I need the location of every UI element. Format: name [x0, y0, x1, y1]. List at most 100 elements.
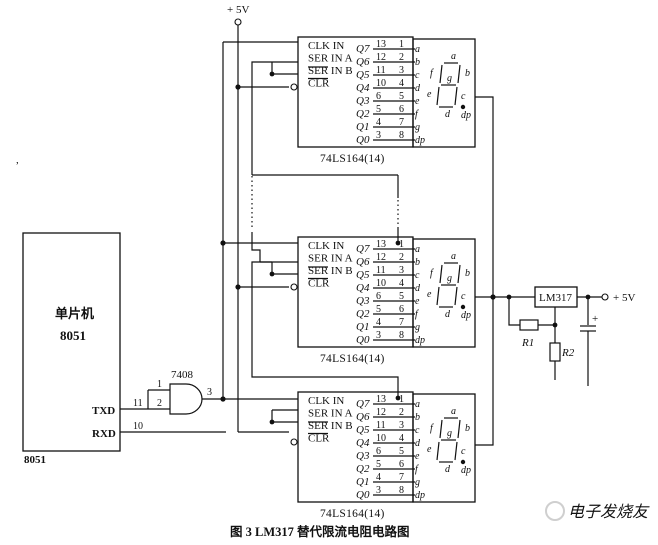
q-output-label: Q5: [356, 424, 370, 436]
junction-vcc2: [235, 284, 241, 290]
pin-num-b: 6: [399, 104, 404, 115]
q-output-label: Q0: [356, 134, 370, 146]
junction-clk3: [220, 396, 226, 402]
segment-letter: f: [430, 268, 434, 279]
segment-letter: a: [451, 51, 456, 62]
q-output-label: Q6: [356, 256, 370, 268]
segment-letter: e: [427, 289, 432, 300]
display-pin-letter: e: [415, 296, 420, 307]
pin-num-b: 4: [399, 278, 404, 289]
junction-r1: [506, 294, 512, 300]
mcu-block: 单片机 8051 8051 TXD RXD 11 10: [22, 232, 226, 466]
segment-letter: b: [465, 268, 470, 279]
pin-num-a: 12: [376, 252, 386, 263]
q-output-label: Q0: [356, 489, 370, 501]
junction-chip3-ser: [269, 419, 275, 425]
q-output-label: Q7: [356, 243, 370, 255]
display-pin-letter: a: [415, 399, 420, 410]
q-output-label: Q6: [356, 56, 370, 68]
pin-num-b: 6: [399, 304, 404, 315]
q-output-label: Q4: [356, 282, 370, 294]
supply-top: + 5V: [227, 4, 249, 432]
pin-num-b: 1: [399, 39, 404, 50]
chip-pin-label: CLR: [308, 433, 330, 445]
chip3-ser-tie: [271, 410, 298, 423]
gate-pin3: 3: [207, 387, 212, 398]
seven-seg-glyph-icon: [436, 62, 466, 110]
pin-num-a: 10: [376, 278, 386, 289]
chip-pin-label: SER IN B: [308, 265, 353, 277]
chain-chip3-to-chip2: [251, 261, 399, 398]
watermark: 电子发烧友: [545, 501, 650, 521]
display-pin-letter: b: [415, 57, 420, 68]
chip-pin-label: CLK IN: [308, 240, 344, 252]
watermark-text: 电子发烧友: [568, 503, 650, 521]
chip-pin-label: SER IN A: [308, 53, 353, 65]
r1-left-wire: [508, 297, 520, 326]
junction-vcc1: [235, 84, 241, 90]
pin-num-a: 10: [376, 433, 386, 444]
pin-num-b: 3: [399, 265, 404, 276]
pin-num-a: 4: [376, 317, 381, 328]
segment-letter: e: [427, 89, 432, 100]
display-box: [412, 238, 476, 348]
display-pin-letter: dp: [415, 335, 425, 346]
junction-chip2-ser: [269, 271, 275, 277]
pin-num-a: 13: [376, 239, 386, 250]
segment-letter: d: [445, 309, 451, 320]
segment-letter: dp: [461, 465, 471, 476]
pin-num-a: 11: [376, 420, 386, 431]
q-output-label: Q3: [356, 95, 370, 107]
chip-caption: 74LS164(14): [320, 353, 385, 365]
segment-letter: f: [430, 423, 434, 434]
segment-letter: g: [447, 428, 452, 439]
segment-letter: a: [451, 251, 456, 262]
display-pin-letter: b: [415, 257, 420, 268]
display-pin-letter: g: [415, 322, 420, 333]
figure-caption: 图 3 LM317 替代限流电阻电路图: [230, 524, 410, 539]
display-pin-letter: f: [415, 464, 419, 475]
chip-pin-label: CLK IN: [308, 395, 344, 407]
pin-num-b: 4: [399, 78, 404, 89]
chip-caption: 74LS164(14): [320, 508, 385, 520]
clock-bus: [220, 41, 298, 433]
q-output-label: Q2: [356, 463, 370, 475]
supply-top-label: + 5V: [227, 4, 249, 16]
pin-num-a: 13: [376, 39, 386, 50]
pin-num-b: 5: [399, 291, 404, 302]
r1-resistor: [519, 319, 539, 331]
pin-num-b: 8: [399, 485, 404, 496]
cap-plus: +: [592, 313, 598, 325]
display-common-wire: [475, 96, 494, 446]
pin-num-a: 11: [376, 265, 386, 276]
segment-letter: b: [465, 423, 470, 434]
segment-letter: g: [447, 273, 452, 284]
chip-pin-label: SER IN A: [308, 408, 353, 420]
data-chain: [251, 61, 401, 425]
pin-num-a: 5: [376, 104, 381, 115]
display-pin-letter: a: [415, 44, 420, 55]
pin-num-a: 4: [376, 117, 381, 128]
display-pin-letter: d: [415, 283, 421, 294]
pin-num-a: 12: [376, 407, 386, 418]
pin-num-a: 3: [376, 330, 381, 341]
r2-resistor: [549, 342, 561, 362]
display-pin-letter: e: [415, 96, 420, 107]
r2-label: R2: [561, 347, 575, 359]
display-pin-letter: b: [415, 412, 420, 423]
chip-pin-label: SER IN B: [308, 65, 353, 77]
pin-num-a: 11: [376, 65, 386, 76]
txd-pin-num: 11: [133, 398, 143, 409]
clr-bubble: [290, 283, 298, 291]
pin-num-b: 2: [399, 52, 404, 63]
display-box: [412, 38, 476, 148]
q-output-label: Q1: [356, 121, 369, 133]
chip-pin-label: CLR: [308, 78, 330, 90]
display-pin-letter: dp: [415, 490, 425, 501]
supply-right-label: + 5V: [613, 292, 635, 304]
